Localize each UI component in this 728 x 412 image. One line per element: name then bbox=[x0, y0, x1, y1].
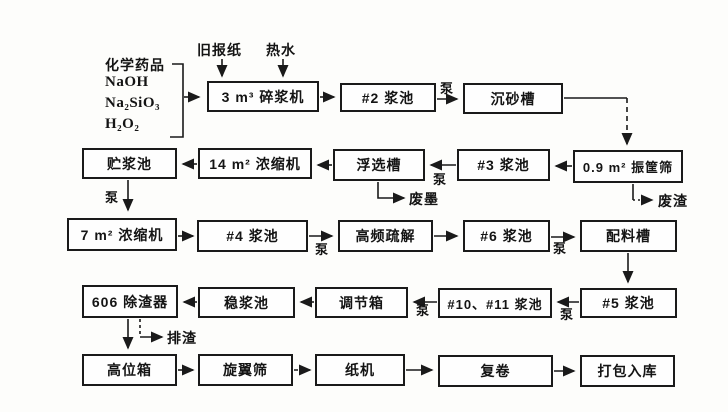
box-adjusting-box: 调节箱 bbox=[315, 287, 408, 318]
box-thickener-7: 7 m² 浓缩机 bbox=[67, 218, 177, 251]
box-packing: 打包入库 bbox=[580, 355, 675, 387]
pump-label-2: 泵 bbox=[433, 172, 448, 187]
old-newspaper-label: 旧报纸 bbox=[197, 42, 242, 58]
chemicals-title: 化学药品 bbox=[105, 57, 165, 73]
box-pulp-pool-10-11: #10、#11 浆池 bbox=[438, 288, 552, 318]
chemical-naoh: NaOH bbox=[105, 74, 149, 90]
box-pulp-pool-4: #4 浆池 bbox=[197, 220, 308, 252]
pump-label-3: 泵 bbox=[105, 190, 120, 205]
box-rewinder: 复卷 bbox=[438, 355, 553, 387]
box-rotary-screen: 旋翼筛 bbox=[198, 354, 293, 386]
pump-label-6: 泵 bbox=[560, 307, 575, 322]
box-paper-machine: 纸机 bbox=[315, 354, 405, 386]
box-stabilizing-pool: 稳浆池 bbox=[198, 287, 295, 318]
box-deflaker: 高频疏解 bbox=[338, 220, 433, 252]
box-thickener-14: 14 m² 浓缩机 bbox=[198, 148, 312, 179]
discharge-residue-label: 排渣 bbox=[167, 330, 197, 346]
box-vibrating-screen: 0.9 m² 振筐筛 bbox=[573, 150, 683, 183]
box-pulper: 3 m³ 碎浆机 bbox=[207, 81, 319, 112]
waste-ink-label: 废墨 bbox=[409, 191, 439, 207]
chemical-na2sio3: Na₂SiO₃ bbox=[105, 95, 161, 111]
box-pulp-pool-6: #6 浆池 bbox=[463, 220, 550, 252]
box-cleaner-606: 606 除渣器 bbox=[82, 285, 178, 318]
hot-water-label: 热水 bbox=[266, 42, 296, 58]
chemical-h2o2: H₂O₂ bbox=[105, 116, 140, 132]
box-flotation-tank: 浮选槽 bbox=[333, 149, 425, 181]
box-batching-tank: 配料槽 bbox=[580, 220, 677, 252]
box-pulp-pool-5: #5 浆池 bbox=[580, 288, 677, 318]
pump-label-1: 泵 bbox=[440, 81, 455, 96]
box-storage-pool: 贮浆池 bbox=[82, 148, 177, 179]
box-pulp-pool-3: #3 浆池 bbox=[457, 149, 550, 181]
waste-residue-label: 废渣 bbox=[658, 193, 688, 209]
pump-label-5: 泵 bbox=[553, 241, 568, 256]
pump-label-7: 泵 bbox=[416, 303, 431, 318]
box-sand-settler: 沉砂槽 bbox=[463, 83, 563, 114]
pump-label-4: 泵 bbox=[315, 242, 330, 257]
box-pulp-pool-2: #2 浆池 bbox=[340, 83, 436, 112]
box-head-box: 高位箱 bbox=[82, 354, 177, 386]
